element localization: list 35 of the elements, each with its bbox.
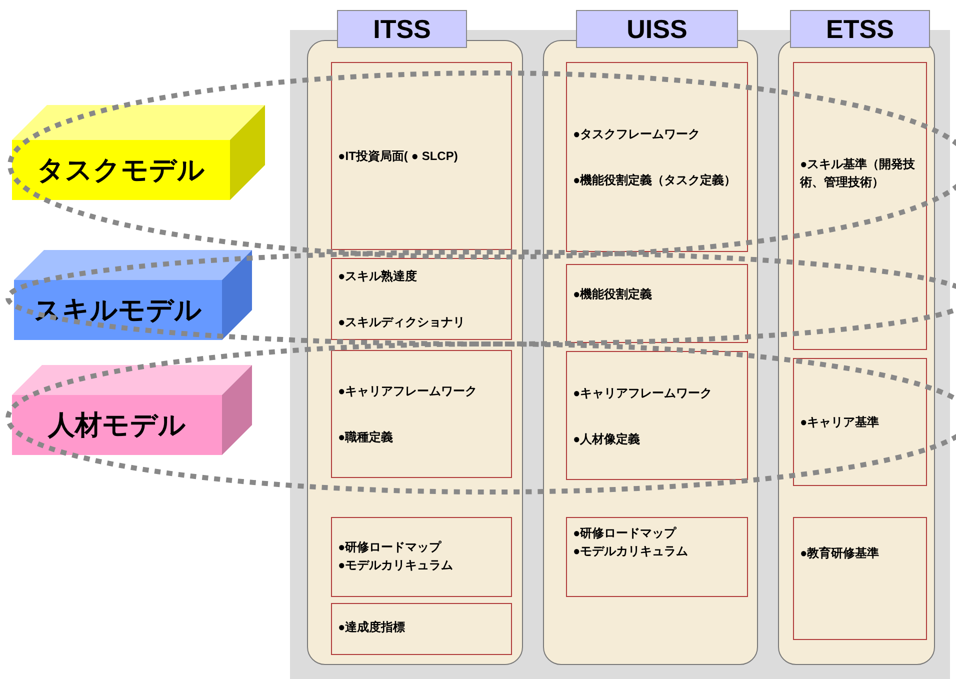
item-box (793, 517, 927, 640)
item-text: ●タスクフレームワーク (573, 126, 702, 143)
item-box (331, 517, 512, 597)
item-text: ●モデルカリキュラム (338, 557, 454, 574)
item-text: ●キャリアフレームワーク (338, 383, 478, 400)
item-box (566, 264, 748, 343)
item-text: ●達成度指標 (338, 619, 406, 636)
item-text: ●スキルディクショナリ (338, 314, 466, 331)
item-text: ●キャリア基準 (800, 414, 880, 431)
item-text: ●スキル熟達度 (338, 268, 418, 285)
item-text: ●IT投資局面( ● SLCP) (338, 148, 459, 165)
model-label: タスクモデル (37, 154, 205, 187)
item-text: ●研修ロードマップ (338, 539, 442, 556)
item-text: ●研修ロードマップ (573, 525, 678, 542)
item-box (566, 62, 748, 252)
item-box (566, 351, 748, 480)
column-header: UISS (576, 10, 738, 48)
item-box (793, 358, 927, 486)
item-box (566, 517, 748, 597)
item-text: ●キャリアフレームワーク (573, 384, 714, 402)
model-label: 人材モデル (48, 408, 186, 442)
item-text: ●人材像定義 (573, 430, 642, 448)
item-box (331, 350, 512, 478)
column-header: ETSS (790, 10, 930, 48)
item-text: ●スキル基準（開発技術、管理技術） (800, 156, 916, 191)
item-text: ●機能役割定義 (573, 286, 654, 303)
column-header: ITSS (337, 10, 467, 48)
item-text: ●モデルカリキュラム (573, 543, 690, 560)
item-box (331, 603, 512, 655)
item-text: ●職種定義 (338, 429, 394, 446)
item-text: ●機能役割定義（タスク定義） (573, 172, 738, 189)
item-text: ●教育研修基準 (800, 545, 880, 562)
item-box (793, 62, 927, 350)
item-box (331, 62, 512, 250)
item-box (331, 258, 512, 340)
